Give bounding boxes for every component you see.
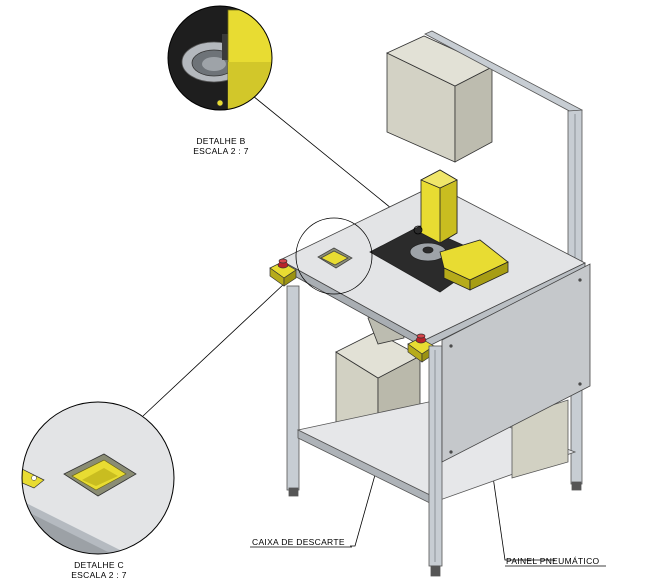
detail-b-circle [167, 5, 273, 111]
detail-c-marker [295, 217, 373, 295]
pneumatic-panel [441, 263, 591, 463]
leg-front [428, 345, 443, 567]
detail-c-circle [21, 401, 175, 555]
work-station [369, 169, 509, 293]
rotary-hub [422, 246, 434, 254]
detail-c-title: DETALHE C [74, 560, 124, 570]
detail-b-scale: ESCALA 2 : 7 [193, 146, 249, 156]
pneumatic-panel-face [441, 263, 591, 463]
frame-leg-front [428, 345, 443, 577]
guard-cover-side [469, 261, 509, 291]
station-column-top [420, 169, 458, 189]
leg-foot-front [430, 565, 441, 577]
upper-cabinet [386, 35, 493, 163]
detail-b-title: DETALHE B [196, 136, 246, 146]
detail-c-label: DETALHE C ESCALA 2 : 7 [64, 560, 134, 580]
detail-b-view [167, 5, 273, 111]
emergency-button-left [269, 258, 297, 287]
detail-b-marker [413, 225, 423, 235]
mast-frame [424, 30, 583, 267]
leg-rear-left [286, 285, 300, 491]
station-column-side [439, 179, 458, 244]
pneumatic-panel-callout: PAINEL PNEUMÁTICO [506, 556, 600, 566]
leg-foot-rear-left [288, 487, 299, 497]
leg-foot-rear-right [571, 481, 582, 491]
discard-box-callout: CAIXA DE DESCARTE [252, 537, 345, 547]
detail-b-label: DETALHE B ESCALA 2 : 7 [186, 136, 256, 156]
discard-opening-plate [320, 250, 349, 266]
detail-c-leader [142, 282, 286, 417]
detail-c-scale: ESCALA 2 : 7 [71, 570, 127, 580]
detail-c-view [21, 401, 175, 555]
